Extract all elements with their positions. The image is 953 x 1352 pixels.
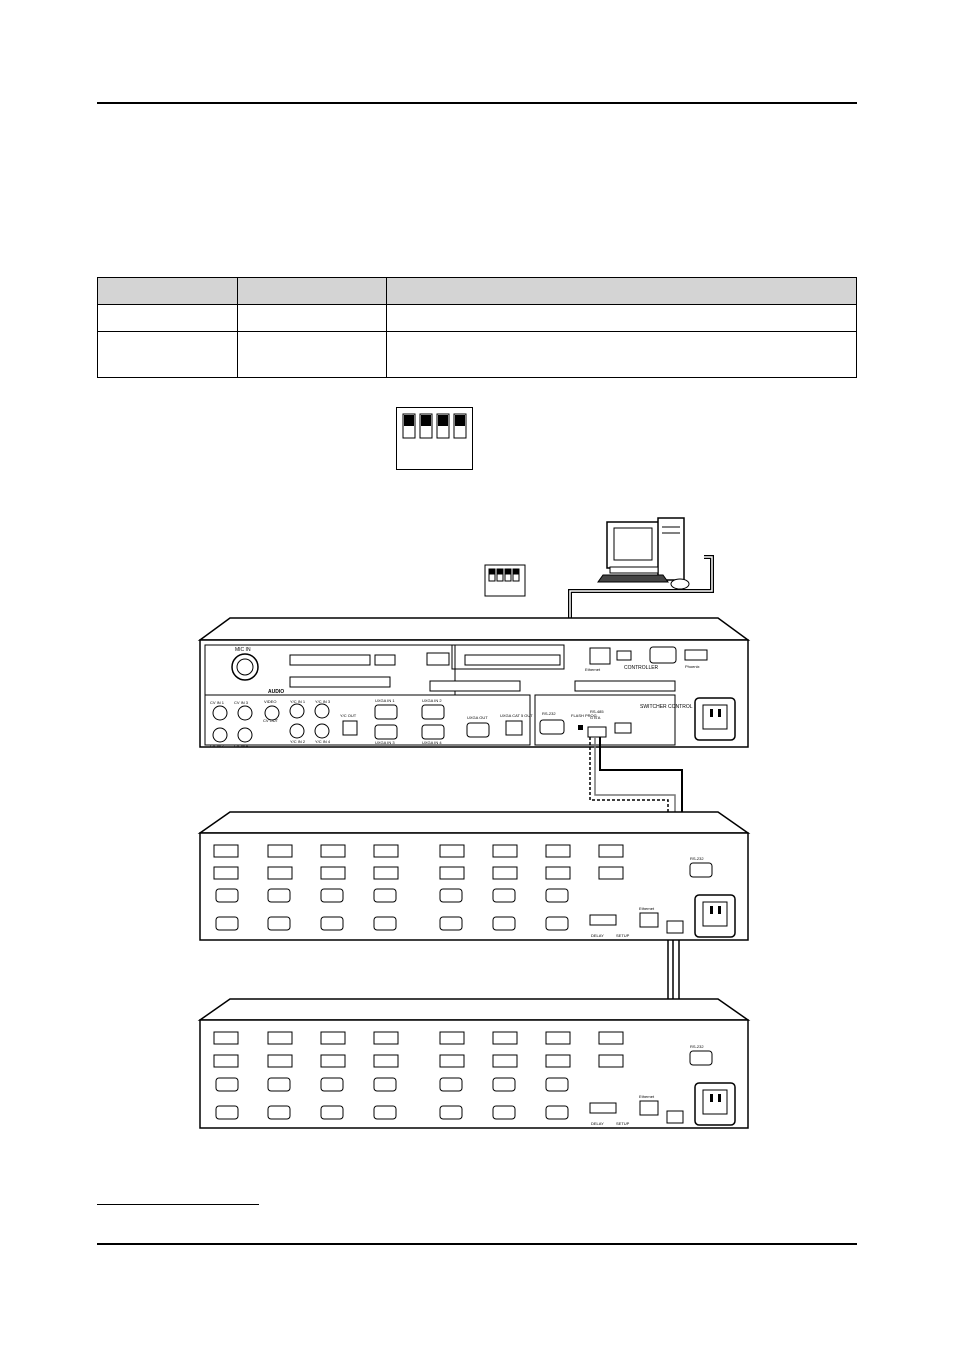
setup-label-bottom: SETUP: [616, 1121, 630, 1126]
delay-label-bottom: DELAY: [591, 1121, 604, 1126]
rs485-label-top: RS-485: [590, 709, 604, 714]
dip-switch-3: [436, 413, 450, 439]
rs232-label-top: RS-232: [542, 711, 556, 716]
switcher-unit-top: MIC IN AUDIO CONTROLLER Ethernet Phoenix: [197, 617, 751, 748]
uxga-cat5-out-label: UXGA CAT 5 OUT: [500, 713, 533, 718]
dip-switch-illustration: [396, 407, 473, 470]
cv-in-4-label: CV IN 4: [234, 743, 249, 748]
dip-switch-4: [453, 413, 467, 439]
mic-in-label: MIC IN: [235, 647, 251, 653]
table-row: [97, 304, 857, 332]
footnote-rule: [97, 1204, 259, 1205]
table-row: [97, 331, 857, 378]
cv-in-2-label: CV IN 2: [210, 743, 225, 748]
table-cell: [97, 304, 238, 332]
table-cell: [386, 304, 857, 332]
gba-label: G B A: [590, 715, 601, 720]
setup-label-middle: SETUP: [616, 933, 630, 938]
ethernet-label-bottom: Ethernet: [639, 1094, 655, 1099]
uxga-out-label: UXGA OUT: [467, 715, 488, 720]
computer-icon: [597, 517, 690, 590]
audio-label: AUDIO: [268, 689, 284, 695]
yc-in-3-label: Y/C IN 3: [315, 699, 331, 704]
table-cell: [386, 331, 857, 378]
table-header-row: [97, 277, 857, 305]
uxga-in-1-label: UXGA IN 1: [375, 698, 395, 703]
connection-diagram: MIC IN AUDIO CONTROLLER Ethernet Phoenix: [197, 517, 751, 1129]
header-rule: [97, 102, 857, 104]
cv-out-label: CV OUT: [263, 718, 279, 723]
switcher-unit-middle: RS-232 DELAY SETUP Ethernet: [197, 811, 751, 941]
dip-switch-1: [402, 413, 416, 439]
rs232-label-bottom: RS-232: [690, 1044, 704, 1049]
yc-in-1-label: Y/C IN 1: [290, 699, 306, 704]
table-cell: [237, 331, 387, 378]
controller-label: CONTROLLER: [624, 665, 659, 671]
uxga-in-4-label: UXGA IN 4: [422, 740, 442, 745]
yc-in-2-label: Y/C IN 2: [290, 739, 306, 744]
yc-out-label: Y/C OUT: [340, 713, 357, 718]
switcher-control-label: SWITCHER CONTROL: [640, 704, 693, 710]
uxga-in-3-label: UXGA IN 3: [375, 740, 395, 745]
table-header-cell: [237, 277, 387, 305]
cv-in-1-label: CV IN 1: [210, 700, 225, 705]
dip-switch-small: [484, 564, 526, 597]
table-cell: [97, 331, 238, 378]
delay-label-middle: DELAY: [591, 933, 604, 938]
rs485-cable-1: [589, 737, 669, 925]
cv-in-3-label: CV IN 3: [234, 700, 249, 705]
video-label: VIDEO: [264, 699, 276, 704]
table-header-cell: [97, 277, 238, 305]
footer-rule: [97, 1243, 857, 1245]
dip-switch-2: [419, 413, 433, 439]
uxga-in-2-label: UXGA IN 2: [422, 698, 442, 703]
rs232-label-middle: RS-232: [690, 856, 704, 861]
yc-in-4-label: Y/C IN 4: [315, 739, 331, 744]
table-header-cell: [386, 277, 857, 305]
table-cell: [237, 304, 387, 332]
ethernet-label-top: Ethernet: [585, 667, 601, 672]
switcher-unit-bottom: RS-232 DELAY SETUP Ethernet: [197, 998, 751, 1129]
flash-prog-label: FLASH PROG.: [571, 713, 598, 718]
phoenix-label: Phoenix: [685, 664, 699, 669]
ethernet-label-middle: Ethernet: [639, 906, 655, 911]
settings-table: [97, 277, 857, 378]
